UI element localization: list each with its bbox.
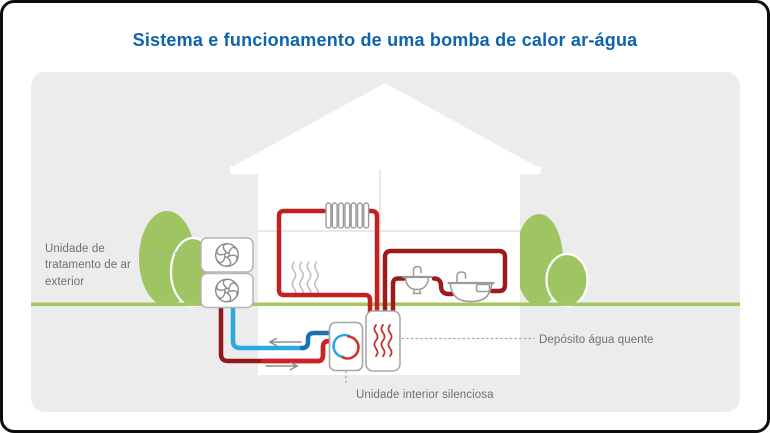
- bathroom-pipe-loop: [382, 248, 508, 317]
- fan-icon: [214, 242, 239, 267]
- hot-water-tank: [365, 310, 401, 372]
- bathtub-icon: [447, 271, 495, 303]
- sink-icon: [401, 265, 433, 295]
- arrow-right-icon: [265, 361, 299, 371]
- heat-cycle-icon: [332, 333, 360, 360]
- heat-waves-icon: [291, 261, 319, 298]
- radiator-icon: [325, 202, 370, 229]
- radiator-pipe-loop: [276, 208, 380, 317]
- outdoor-unit-label: Unidade de tratamento de ar exterior: [45, 243, 131, 288]
- cold-pipe-cyan: [230, 305, 307, 351]
- leader-lines: [146, 252, 535, 385]
- roof: [228, 83, 541, 169]
- underground-pipes: [218, 305, 335, 364]
- cold-pipe-blue: [299, 330, 335, 351]
- outdoor-unit: [200, 237, 254, 309]
- arrow-left-icon: [268, 337, 302, 347]
- hot-water-tank-label: Depósito água quente: [539, 334, 654, 346]
- hot-water-waves-icon: [373, 324, 393, 358]
- flow-arrows: [265, 337, 302, 371]
- indoor-unit: [328, 321, 364, 372]
- page-title: Sistema e funcionamento de uma bomba de …: [132, 30, 638, 50]
- indoor-unit-label: Unidade interior silenciosa: [356, 389, 494, 401]
- hot-pipe-indoor-segment: [260, 338, 335, 364]
